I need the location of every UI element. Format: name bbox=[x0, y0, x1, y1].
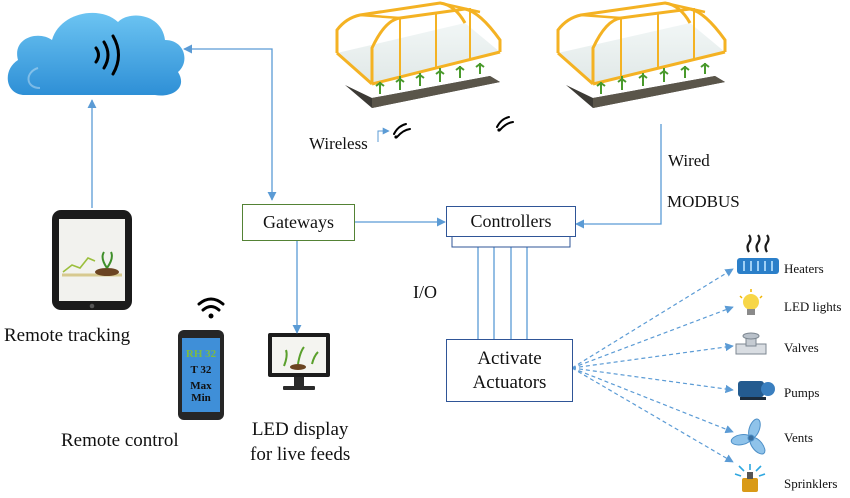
gateways-box: Gateways bbox=[242, 204, 355, 241]
sprinkler-icon bbox=[734, 464, 766, 492]
actuators-label: Actuators bbox=[472, 371, 547, 393]
wireless-signal-icon bbox=[393, 116, 514, 139]
greenhouse-wired-icon bbox=[556, 1, 727, 108]
wireless-label: Wireless bbox=[309, 134, 368, 153]
greenhouse-wireless-icon bbox=[335, 1, 502, 108]
connectors bbox=[87, 44, 662, 340]
tablet-icon bbox=[52, 210, 132, 310]
phone-screen: RH 32 T 32 Max Min bbox=[182, 340, 220, 412]
actuator-label-heaters: Heaters bbox=[784, 261, 824, 276]
smartphone-icon bbox=[178, 330, 224, 420]
arrow-to-led-lights bbox=[571, 305, 734, 369]
valve-icon bbox=[735, 332, 767, 355]
activate-label: Activate bbox=[477, 347, 542, 369]
actuator-label-sprinklers: Sprinklers bbox=[784, 476, 838, 491]
phone-t-reading: T 32 bbox=[190, 364, 212, 376]
remote-tracking-label: Remote tracking bbox=[4, 325, 131, 346]
actuator-arrows bbox=[571, 268, 734, 463]
controllers-label: Controllers bbox=[470, 211, 552, 231]
arrow-to-heaters bbox=[571, 268, 734, 369]
wifi-signal-icon bbox=[94, 34, 120, 76]
wifi-icon bbox=[197, 297, 225, 319]
wired-label: Wired bbox=[668, 151, 710, 170]
io-label: I/O bbox=[413, 282, 437, 302]
pump-icon bbox=[738, 381, 775, 400]
heater-icon bbox=[737, 234, 779, 274]
actuator-label-valves: Valves bbox=[784, 340, 819, 355]
fan-icon bbox=[730, 418, 766, 455]
modbus-label: MODBUS bbox=[667, 192, 740, 211]
actuator-label-vents: Vents bbox=[784, 430, 813, 445]
light-bulb-icon bbox=[739, 289, 763, 315]
led-display-label: LED display for live feeds bbox=[250, 417, 350, 467]
arrow-greenhouse-to-controllers bbox=[575, 124, 662, 229]
phone-max: Max bbox=[190, 380, 212, 392]
led-display-line1: LED display bbox=[251, 419, 349, 440]
arrow-to-valves bbox=[571, 342, 734, 369]
arrow-to-vents bbox=[571, 367, 734, 434]
activate-actuators-box: Activate Actuators bbox=[446, 339, 573, 402]
actuator-label-led-lights: LED lights bbox=[784, 299, 842, 314]
remote-control-label: Remote control bbox=[61, 430, 179, 451]
arrow-wireless bbox=[377, 127, 390, 142]
phone-min: Min bbox=[191, 392, 211, 404]
phone-rh-reading: RH 32 bbox=[185, 348, 217, 360]
controllers-box: Controllers bbox=[446, 206, 576, 237]
cloud-icon bbox=[7, 12, 185, 96]
arrow-cloud-gateways bbox=[183, 44, 277, 201]
monitor-icon bbox=[268, 333, 330, 390]
arrow-to-sprinklers bbox=[571, 367, 734, 463]
controller-io-bar bbox=[451, 235, 571, 248]
gateways-label: Gateways bbox=[263, 212, 334, 232]
arrow-to-pumps bbox=[571, 367, 734, 394]
actuator-label-pumps: Pumps bbox=[784, 385, 820, 400]
led-display-line2: for live feeds bbox=[250, 444, 351, 465]
